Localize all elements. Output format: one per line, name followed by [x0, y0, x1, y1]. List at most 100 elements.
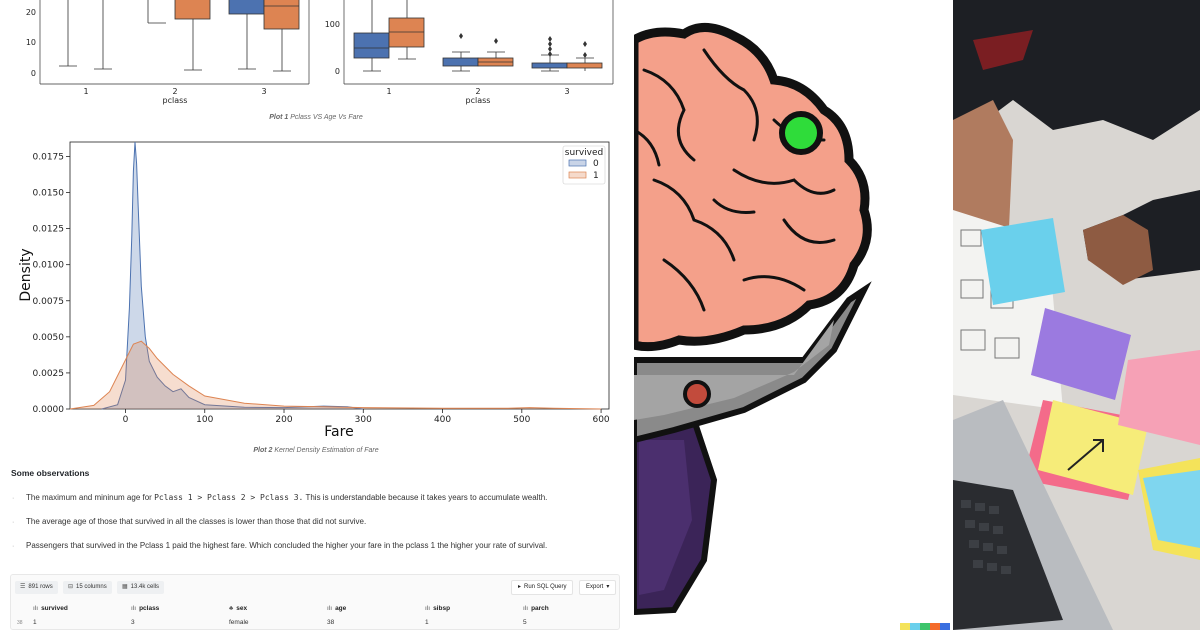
- observation-code: Pclass 1 > Pclass 2 > Pclass 3.: [154, 493, 304, 502]
- kde-line-0: [101, 141, 364, 410]
- bullet-icon: ·: [12, 519, 15, 526]
- columns-icon: ⊟: [68, 584, 74, 590]
- fare-xtick: 2: [475, 87, 480, 96]
- legend-label-1: 1: [593, 171, 599, 181]
- kde-xticks: 0 100 200 300 400 500 600: [123, 409, 610, 425]
- observations-title: Some observations: [11, 468, 90, 478]
- age-xtick: 3: [261, 87, 266, 96]
- rows-icon: ☰: [20, 584, 26, 590]
- run-sql-query-button[interactable]: ▸Run SQL Query: [511, 580, 574, 595]
- kde-area-1: [70, 341, 602, 409]
- age-xtick: 1: [83, 87, 88, 96]
- export-button[interactable]: Export▾: [579, 580, 617, 595]
- kde-ytick-label: 0.0050: [33, 333, 65, 343]
- numeric-column-icon: ılı: [33, 605, 39, 612]
- data-table-widget: ☰891 rows ⊟15 columns ▦13.4k cells ▸Run …: [10, 574, 620, 630]
- plot1-caption: Plot 1 Pclass VS Age Vs Fare: [269, 114, 363, 121]
- kde-xtick-label: 200: [275, 415, 292, 425]
- kde-plot-area: [69, 141, 610, 410]
- kde-ytick-label: 0.0000: [33, 405, 65, 415]
- observation-text: The maximum and mininum age for: [26, 493, 155, 502]
- observation-text: This is understandable because it takes …: [303, 493, 548, 502]
- kde-xtick-label: 0: [123, 415, 129, 425]
- kde-ytick-label: 0.0150: [33, 189, 65, 199]
- columns-chip: ⊟15 columns: [63, 581, 112, 594]
- age-xlabel: pclass: [163, 96, 188, 105]
- teamwork-photo-panel: [953, 0, 1200, 630]
- categorical-column-icon: ♣: [229, 605, 234, 612]
- legend-swatch-1: [568, 171, 587, 179]
- numeric-column-icon: ılı: [523, 605, 529, 612]
- numeric-column-icon: ılı: [327, 605, 333, 612]
- table-toolbar: ☰891 rows ⊟15 columns ▦13.4k cells ▸Run …: [11, 575, 619, 599]
- brain-illustration-panel: [634, 0, 953, 630]
- kde-line-1: [69, 340, 602, 410]
- column-header-sex[interactable]: ♣sex: [229, 605, 248, 612]
- observation-text: Passengers that survived in the Pclass 1…: [26, 541, 548, 550]
- age-ytick: 20: [26, 8, 36, 17]
- kde-ylabel: Density: [18, 248, 34, 301]
- kde-xtick-label: 500: [513, 415, 530, 425]
- kde-xtick-label: 600: [592, 415, 609, 425]
- table-cell[interactable]: 5: [523, 619, 527, 626]
- kde-chart: 0.0000 0.0025 0.0050 0.0075 0.0100 0.0125 0.01…: [18, 141, 610, 440]
- table-cell[interactable]: 1: [425, 619, 429, 626]
- bullet-icon: ·: [12, 543, 15, 550]
- observation-item: · The average age of those that survived …: [12, 517, 366, 526]
- green-light-icon: [779, 111, 823, 155]
- kde-xtick-label: 300: [355, 415, 372, 425]
- kde-xlabel: Fare: [324, 424, 353, 440]
- kde-ytick-label: 0.0100: [33, 261, 65, 271]
- kde-ytick-label: 0.0175: [33, 152, 65, 162]
- age-boxplot: 20 10 0 1 2 3 pclass: [26, 0, 310, 105]
- rows-chip: ☰891 rows: [15, 581, 58, 594]
- legend-label-0: 0: [593, 159, 599, 169]
- row-number: 38: [17, 620, 23, 626]
- fare-ytick: 100: [325, 20, 340, 29]
- fare-boxplot: 100 0: [325, 0, 614, 105]
- cells-icon: ▦: [122, 584, 128, 590]
- table-cell[interactable]: 1: [33, 619, 37, 626]
- fare-xtick: 1: [386, 87, 391, 96]
- kde-ytick-label: 0.0025: [33, 369, 65, 379]
- plot2-caption: Plot 2 Kernel Density Estimation of Fare: [253, 447, 378, 454]
- legend-swatch-0: [568, 159, 587, 167]
- notebook-plots: 20 10 0 1 2 3 pclass: [18, 0, 614, 454]
- kde-legend: survived 0 1: [562, 145, 606, 185]
- kde-area-0: [101, 142, 364, 409]
- numeric-column-icon: ılı: [425, 605, 431, 612]
- table-cell[interactable]: female: [229, 619, 249, 626]
- play-icon: ▸: [518, 584, 522, 590]
- observation-item: · The maximum and mininum age for Pclass …: [12, 493, 547, 502]
- kde-series-group: [69, 141, 602, 410]
- kde-yticks: 0.0000 0.0025 0.0050 0.0075 0.0100 0.0125 0.01…: [33, 152, 70, 415]
- fare-xtick: 3: [564, 87, 569, 96]
- fare-xlabel: pclass: [466, 96, 491, 105]
- chevron-down-icon: ▾: [606, 584, 610, 590]
- kde-ytick-label: 0.0125: [33, 225, 65, 235]
- bullet-icon: ·: [12, 495, 15, 502]
- cells-chip: ▦13.4k cells: [117, 581, 165, 594]
- notebook-panel: 20 10 0 1 2 3 pclass: [10, 0, 620, 630]
- kde-xtick-label: 100: [196, 415, 213, 425]
- age-ytick: 0: [31, 69, 36, 78]
- teamwork-photo: [953, 0, 1200, 630]
- kde-ytick-label: 0.0075: [33, 297, 65, 307]
- color-bar-strip: [900, 620, 950, 630]
- brain-illustration: [634, 23, 872, 616]
- observation-text: The average age of those that survived i…: [26, 517, 367, 526]
- table-cell[interactable]: 38: [327, 619, 335, 626]
- fare-ytick: 0: [335, 67, 340, 76]
- age-ytick: 10: [26, 38, 36, 47]
- age-xtick: 2: [172, 87, 177, 96]
- legend-title: survived: [565, 148, 604, 158]
- table-cell[interactable]: 3: [131, 619, 135, 626]
- kde-xtick-label: 400: [434, 415, 451, 425]
- numeric-column-icon: ılı: [131, 605, 137, 612]
- observation-item: · Passengers that survived in the Pclass …: [12, 541, 547, 550]
